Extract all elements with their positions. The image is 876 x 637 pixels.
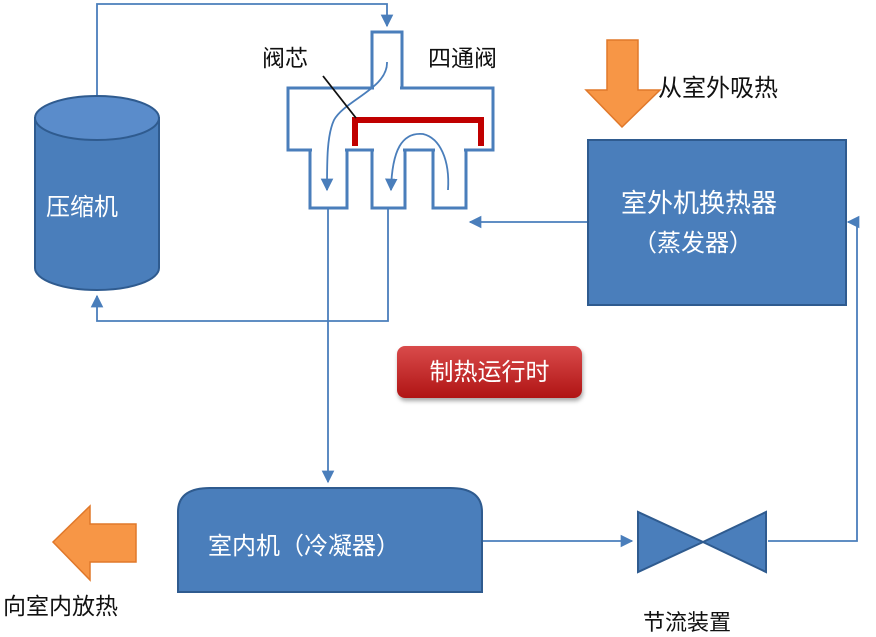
valve-core-pointer bbox=[322, 75, 357, 119]
outdoor-exchanger-label: 室外机换热器 bbox=[621, 189, 778, 219]
heat-release-label: 向室内放热 bbox=[3, 594, 118, 620]
four-way-valve-label: 四通阀 bbox=[428, 46, 497, 72]
heat-absorb-label: 从室外吸热 bbox=[658, 74, 778, 102]
heat-release-arrow bbox=[51, 504, 137, 582]
valve-core-label: 阀芯 bbox=[262, 46, 308, 72]
throttle-device bbox=[637, 510, 767, 574]
valve-core bbox=[352, 117, 484, 146]
heat-absorb-arrow bbox=[584, 39, 662, 129]
outdoor-exchanger-sublabel: （蒸发器） bbox=[633, 229, 753, 257]
refrigerant-pipes bbox=[90, 3, 860, 548]
indoor-unit-label: 室内机（冷凝器） bbox=[208, 532, 400, 560]
mode-badge: 制热运行时 bbox=[397, 346, 582, 398]
compressor bbox=[34, 95, 160, 291]
compressor-label: 压缩机 bbox=[46, 193, 118, 221]
valve-internal-flow bbox=[320, 61, 450, 192]
outdoor-heat-exchanger bbox=[587, 139, 847, 306]
indoor-unit bbox=[177, 487, 483, 593]
throttle-device-label: 节流装置 bbox=[643, 611, 732, 636]
